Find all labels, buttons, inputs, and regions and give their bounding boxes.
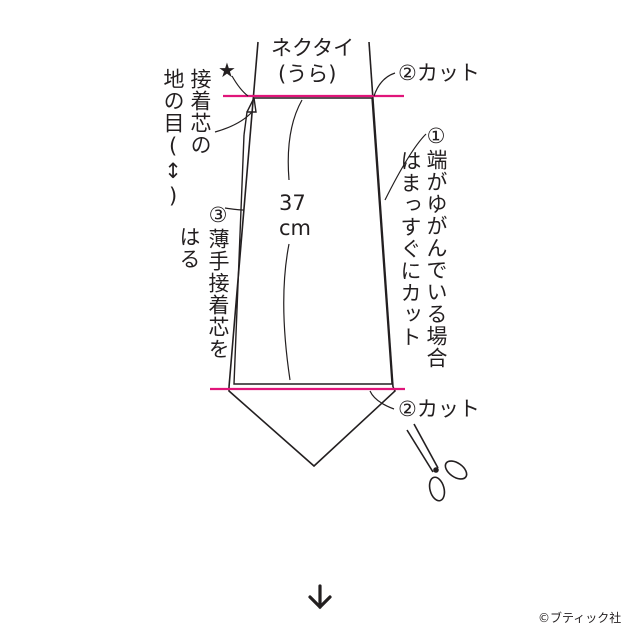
straighten-note-line2: はまっすぐにカット bbox=[398, 150, 423, 348]
grain-note-line2: 地の目(↕) bbox=[161, 68, 186, 209]
scissors-icon bbox=[406, 423, 468, 502]
length-unit: cm bbox=[279, 216, 312, 240]
star-mark: ★ bbox=[218, 58, 236, 82]
tie-subtitle: (うら) bbox=[278, 62, 337, 86]
grain-note-line1: 接着芯の bbox=[188, 68, 213, 156]
straighten-note-line1: ①端がゆがんでいる場合 bbox=[424, 124, 449, 369]
length-value: 37 bbox=[279, 191, 306, 215]
cut-label-bottom: ②カット bbox=[398, 397, 480, 421]
tie-title: ネクタイ bbox=[271, 36, 355, 60]
cut-label-top: ②カット bbox=[398, 61, 480, 85]
interfacing-note-line2: はる bbox=[177, 226, 202, 270]
interfacing-panel bbox=[233, 97, 393, 385]
leader-lines bbox=[214, 72, 427, 410]
tie-outline bbox=[228, 41, 396, 468]
arrow-down-icon bbox=[308, 584, 332, 610]
interfacing-note-line1: ③薄手接着芯を bbox=[206, 203, 231, 360]
credit: ©ブティック社 bbox=[538, 611, 622, 625]
